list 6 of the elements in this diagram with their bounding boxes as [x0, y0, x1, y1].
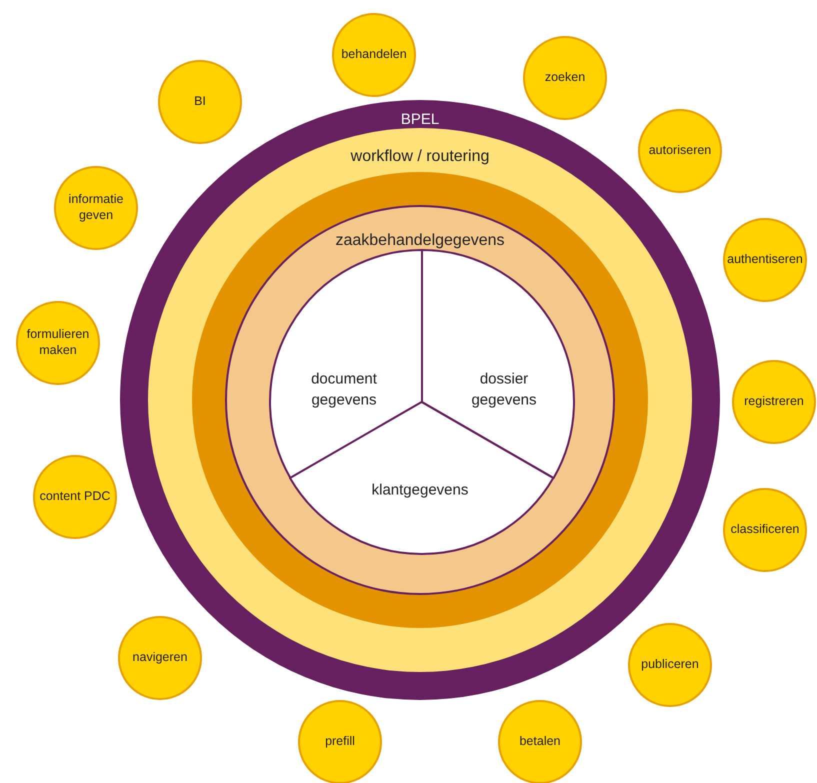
- sector-label: dossier gegevens: [470, 369, 538, 410]
- ring-label: workflow / routering: [350, 147, 490, 167]
- sector-label: document gegevens: [310, 369, 378, 410]
- ring-label: zaakbehandelgegevens: [335, 231, 505, 251]
- ring-label: BPEL: [400, 111, 440, 130]
- sector-label: klantgegevens: [370, 480, 470, 501]
